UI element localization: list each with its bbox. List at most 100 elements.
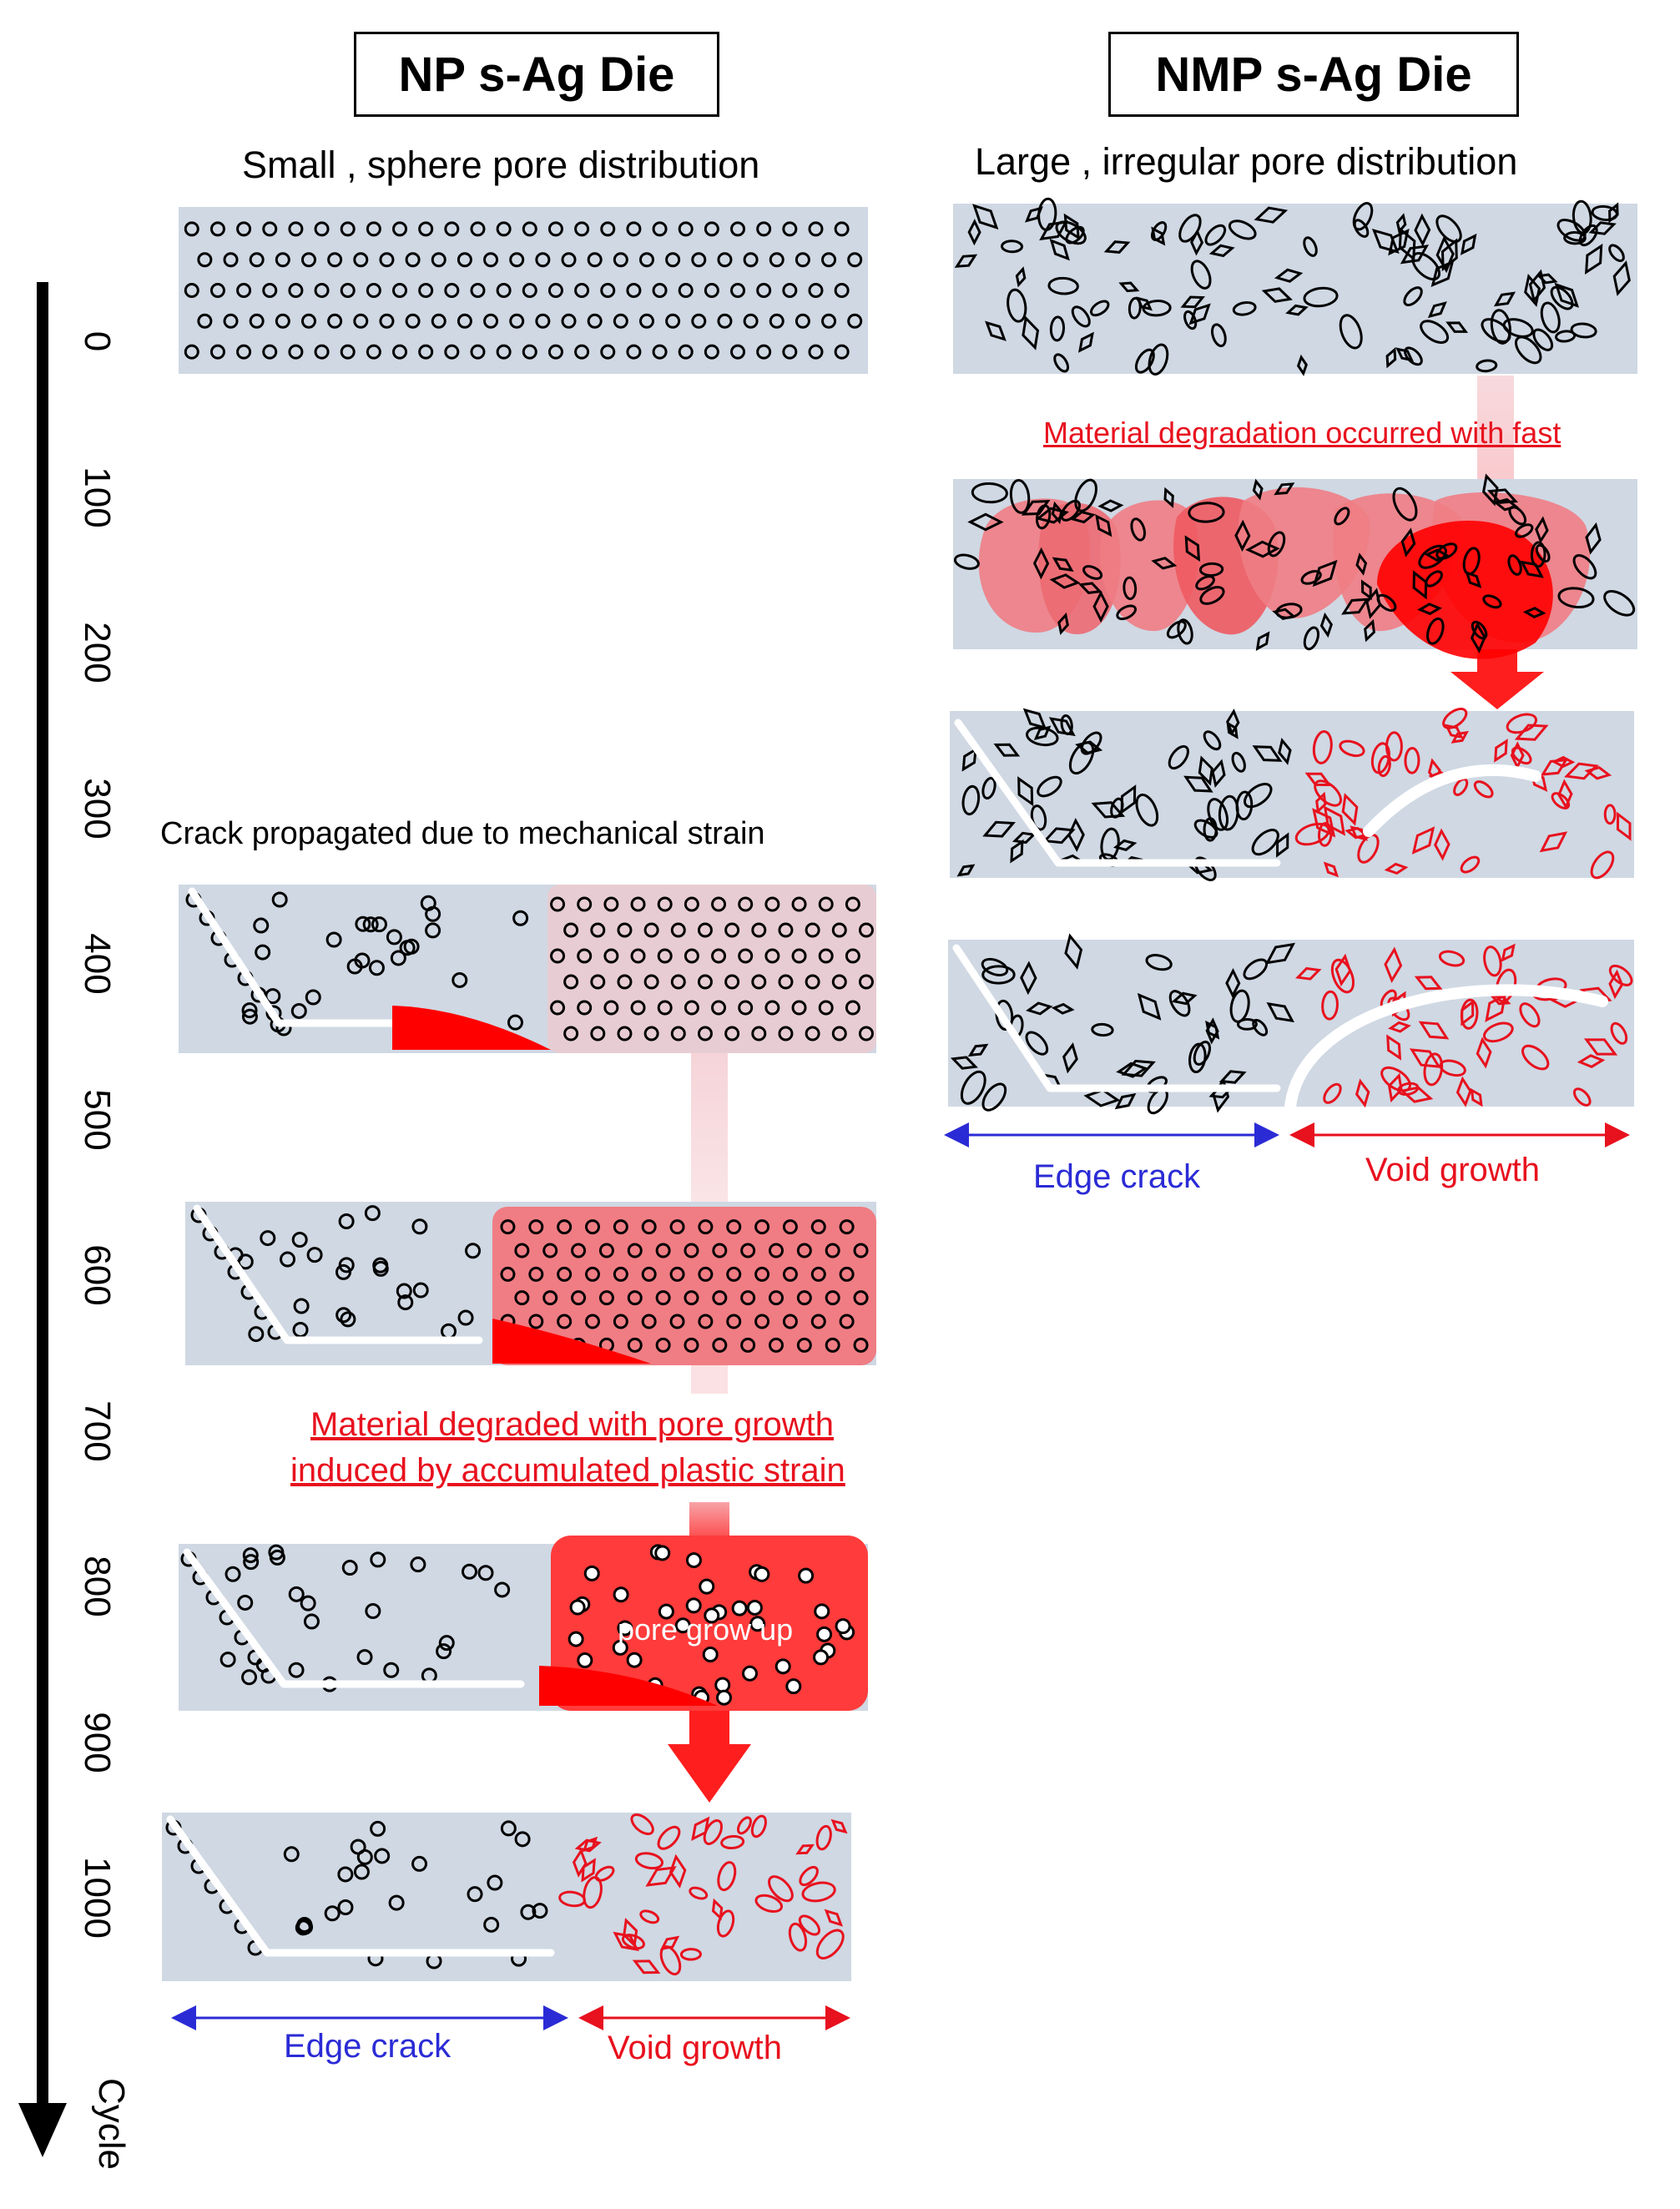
irregular-pore	[1183, 310, 1198, 330]
irregular-pore	[1211, 323, 1227, 347]
regular-pore	[670, 922, 686, 938]
pore	[774, 1658, 791, 1675]
irregular-pore	[1244, 783, 1273, 809]
regular-pore	[704, 221, 719, 237]
regular-pore	[528, 1219, 544, 1235]
pore	[785, 1678, 802, 1695]
pore	[457, 1309, 474, 1326]
pore	[296, 1917, 313, 1934]
cycle-axis-line	[37, 282, 48, 2110]
pore	[731, 1600, 748, 1616]
regular-pore	[834, 344, 850, 360]
pore	[253, 917, 270, 934]
irregular-pore	[1314, 779, 1343, 807]
irregular-pore	[1188, 303, 1211, 325]
irregular-pore	[1370, 742, 1390, 774]
irregular-pore	[1493, 291, 1516, 307]
irregular-pore	[1345, 826, 1370, 840]
irregular-pore	[1274, 268, 1304, 283]
regular-pore	[769, 1290, 784, 1306]
regular-pore	[613, 1314, 628, 1329]
irregular-pore	[1274, 482, 1295, 496]
regular-pore	[577, 1000, 593, 1016]
cycle-tick-300: 300	[77, 777, 118, 840]
regular-pore	[223, 252, 239, 268]
left-connector-2	[691, 1360, 728, 1394]
pore	[412, 1282, 429, 1299]
irregular-pore	[1482, 594, 1502, 609]
pore	[685, 1597, 702, 1614]
irregular-pore	[1572, 1087, 1592, 1107]
irregular-pore	[956, 864, 976, 877]
irregular-pore	[967, 1043, 989, 1057]
irregular-pore	[788, 1922, 808, 1952]
irregular-pore	[1532, 328, 1554, 351]
regular-pore	[738, 896, 754, 912]
irregular-pore	[1252, 478, 1264, 501]
regular-pore	[547, 344, 563, 360]
irregular-pore	[1334, 507, 1350, 526]
irregular-pore	[1591, 204, 1618, 222]
regular-pore	[825, 1290, 840, 1306]
pore	[338, 1257, 355, 1273]
irregular-pore	[1502, 318, 1534, 338]
pore	[288, 1586, 305, 1602]
pore	[372, 1260, 389, 1277]
regular-pore	[327, 252, 343, 268]
pore	[532, 1903, 548, 1919]
regular-pore	[444, 221, 460, 237]
irregular-pore	[1033, 725, 1052, 740]
irregular-pore	[1049, 239, 1070, 261]
regular-pore	[652, 283, 668, 298]
pore	[306, 1247, 323, 1263]
regular-pore	[197, 252, 213, 268]
pore	[835, 1618, 851, 1635]
irregular-pore	[1384, 862, 1409, 875]
irregular-pore	[1608, 244, 1625, 263]
irregular-pore	[1321, 990, 1339, 1021]
pore	[303, 1613, 320, 1630]
pore	[365, 1602, 381, 1619]
regular-pore	[724, 974, 740, 990]
irregular-pore	[1339, 739, 1365, 758]
irregular-pore	[1392, 487, 1418, 522]
irregular-pore	[1030, 804, 1047, 831]
regular-pore	[657, 896, 673, 912]
regular-pore	[249, 252, 265, 268]
regular-pore	[457, 252, 472, 268]
regular-pore	[778, 1026, 794, 1041]
regular-pore	[740, 1337, 756, 1353]
regular-pore	[805, 922, 820, 938]
irregular-pore	[1022, 315, 1040, 351]
regular-pore	[184, 221, 199, 237]
irregular-pore	[981, 777, 996, 799]
irregular-pore	[1483, 1021, 1514, 1043]
irregular-pore	[1243, 958, 1269, 981]
regular-pore	[665, 313, 681, 329]
regular-pore	[698, 1219, 714, 1235]
regular-pore	[418, 283, 434, 298]
regular-pore	[669, 1266, 685, 1282]
irregular-pore	[1426, 617, 1445, 645]
left-crack-4	[166, 1815, 555, 1957]
regular-pore	[641, 1314, 657, 1329]
pore	[685, 1552, 702, 1569]
irregular-pore	[1237, 1017, 1258, 1031]
irregular-pore	[668, 1853, 687, 1889]
pore	[396, 1283, 412, 1299]
regular-pore	[392, 283, 408, 298]
irregular-pore	[1049, 315, 1066, 342]
regular-pore	[590, 974, 606, 990]
regular-pore	[574, 221, 590, 237]
regular-pore	[613, 252, 628, 268]
irregular-pore	[1091, 801, 1126, 819]
regular-pore	[858, 1026, 874, 1041]
regular-pore	[831, 974, 847, 990]
regular-pore	[600, 283, 616, 298]
irregular-pore	[1510, 741, 1525, 770]
irregular-pore	[583, 1876, 603, 1909]
irregular-pore	[1207, 798, 1229, 831]
cycle-tick-100: 100	[77, 466, 118, 528]
regular-pore	[818, 948, 834, 964]
regular-pore	[444, 283, 460, 298]
